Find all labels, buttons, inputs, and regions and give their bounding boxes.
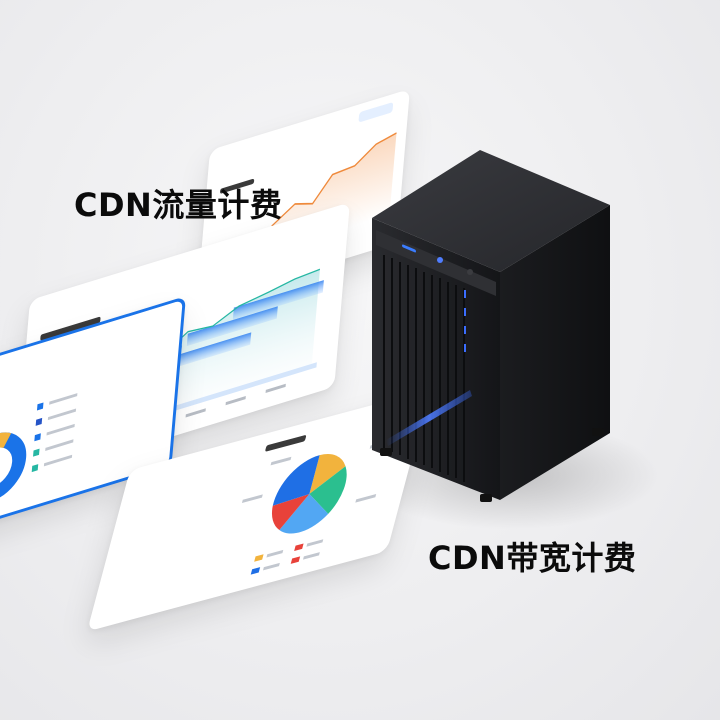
dashboard-panel-donut bbox=[0, 295, 186, 536]
dashboard-panel-pie bbox=[86, 389, 430, 632]
caption-cdn-bandwidth-billing: CDN带宽计费 bbox=[428, 539, 637, 577]
caption-cdn-traffic-billing: CDN流量计费 bbox=[74, 186, 283, 224]
pie-chart-graphic bbox=[241, 440, 391, 575]
donut-chart-graphic bbox=[0, 393, 78, 504]
